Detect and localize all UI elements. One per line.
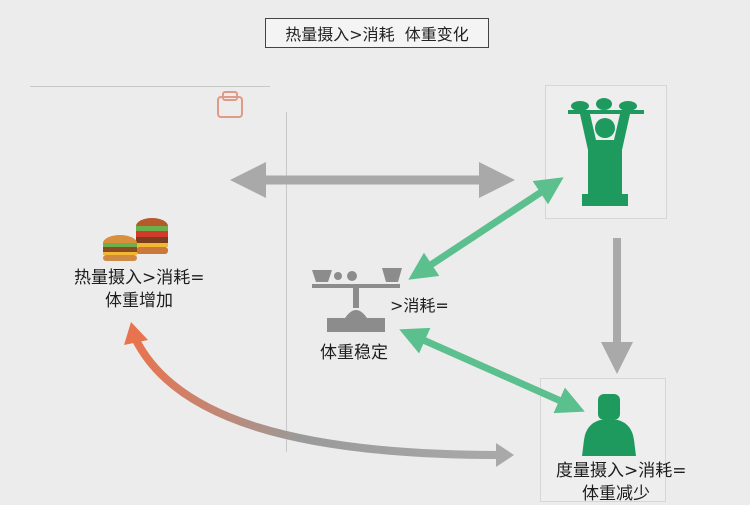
gain-label-line2: 体重增加: [105, 291, 173, 311]
loss-label-line1: 度量摄入>消耗=: [556, 461, 687, 481]
burger-stack-icon: [103, 218, 168, 261]
gain-label-line1: 热量摄入>消耗=: [74, 268, 205, 288]
curved-return-arrow: [131, 336, 501, 459]
left-panel-divider: [286, 112, 287, 452]
curved-arrow-head-right: [496, 443, 514, 467]
diagram-title: 热量摄入>消耗 体重变化: [265, 18, 489, 48]
upper-green-double-arrow: [408, 177, 564, 280]
person-lifting-tray-icon: [568, 98, 644, 206]
note-icon: [217, 91, 243, 118]
stable-label-line2: 体重稳定: [320, 343, 388, 363]
balance-scale-icon: [312, 268, 402, 332]
stable-label-line1: >消耗=: [390, 296, 449, 315]
person-silhouette-icon: [582, 394, 636, 456]
left-panel-top-border: [30, 86, 270, 87]
lower-green-double-arrow: [399, 327, 585, 414]
curved-arrow-head-left: [124, 322, 148, 345]
loss-label-line2: 体重减少: [582, 484, 650, 504]
